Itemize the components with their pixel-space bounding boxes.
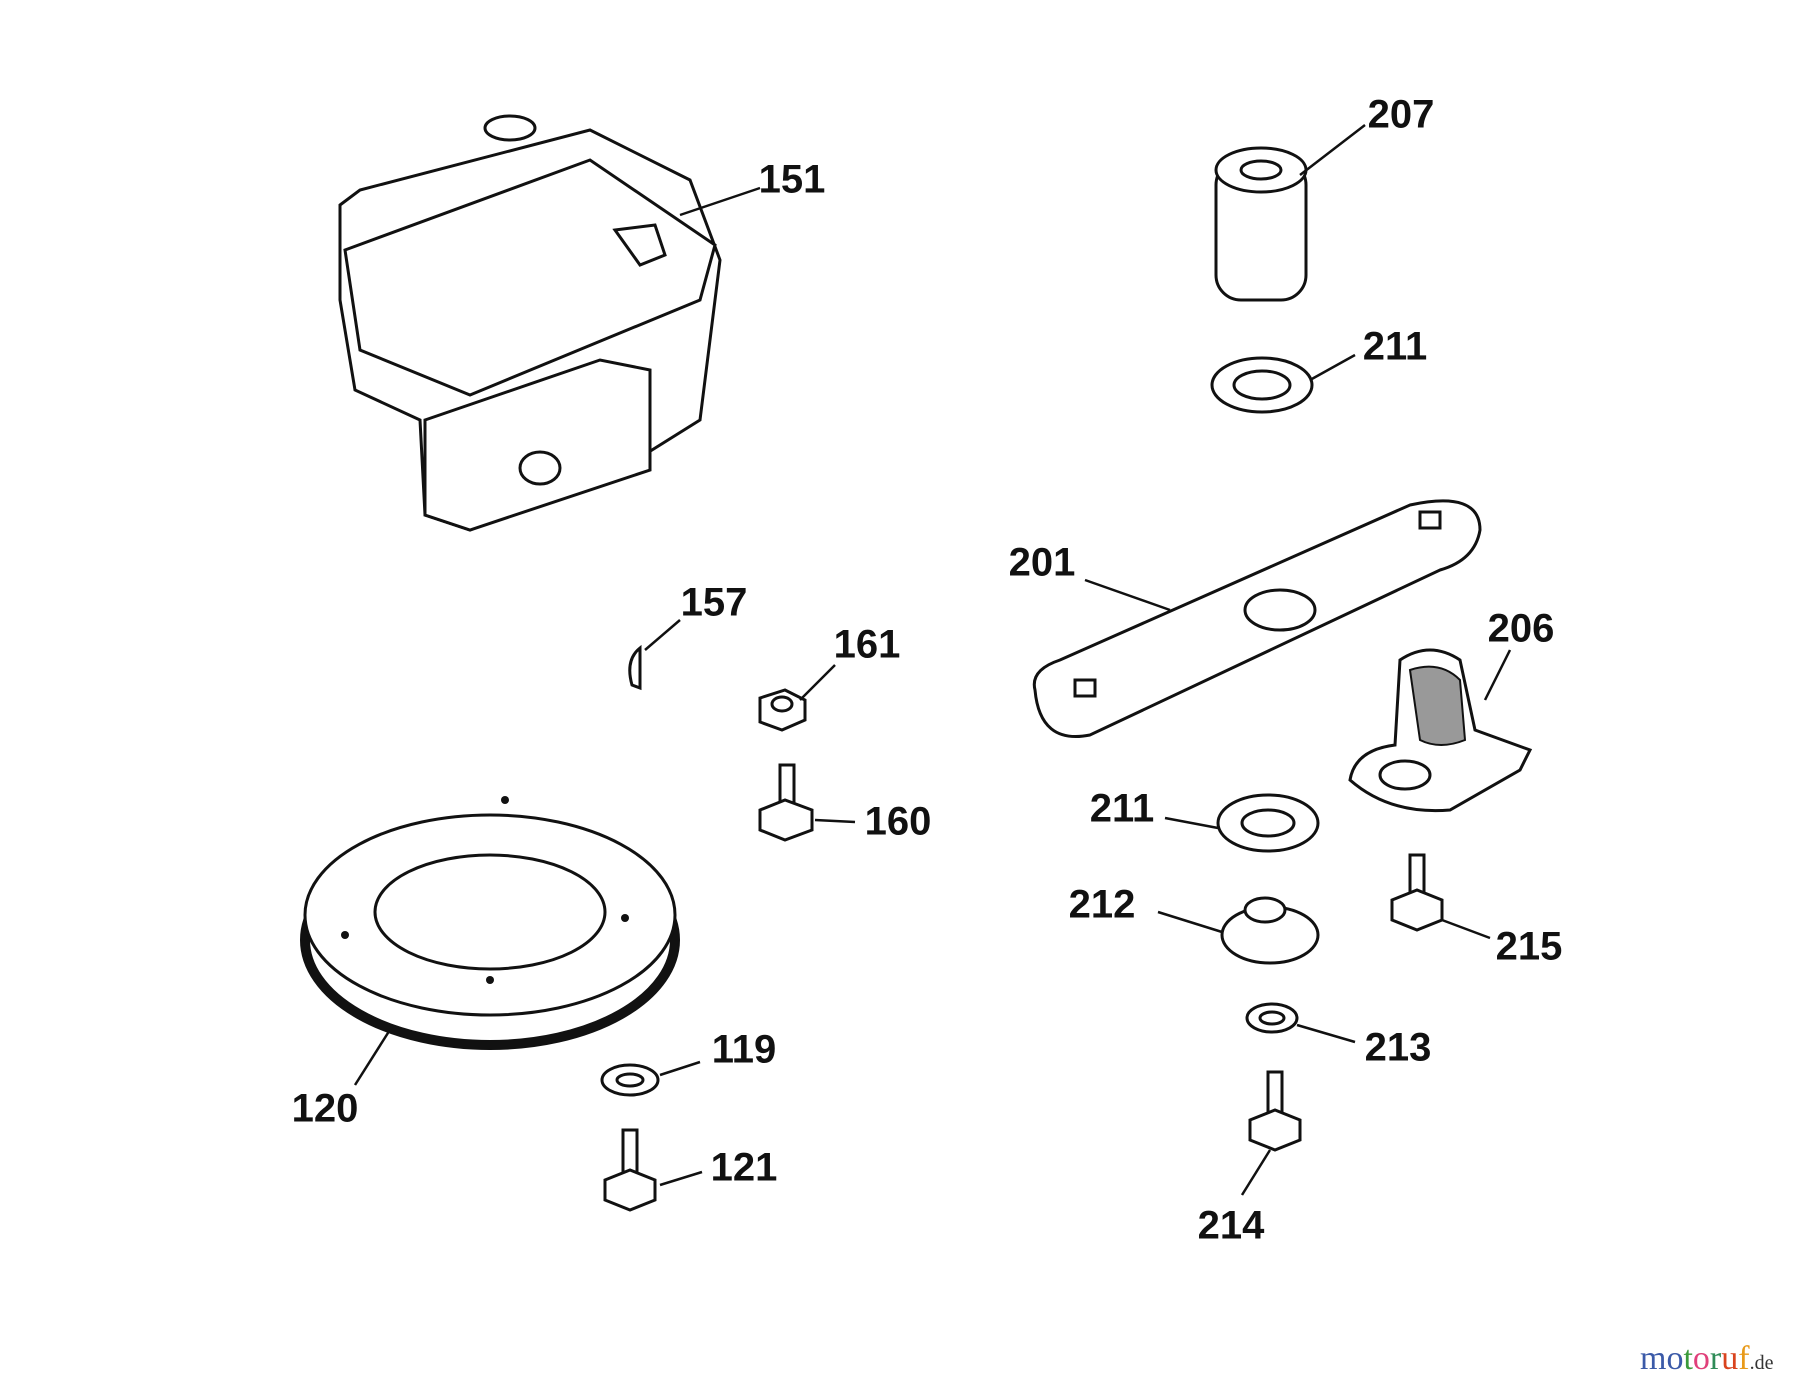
bolt-part-214 xyxy=(1240,1070,1302,1196)
part-label-213: 213 xyxy=(1364,1025,1432,1070)
part-label-151: 151 xyxy=(758,157,826,202)
washer-part-211-top xyxy=(1210,353,1356,414)
blade-part-201 xyxy=(1032,499,1482,738)
part-label-214: 214 xyxy=(1197,1203,1265,1248)
watermark-letter: f xyxy=(1738,1340,1750,1377)
adapter-ring-part-120 xyxy=(300,796,680,1086)
key-part-157 xyxy=(628,619,681,691)
part-label-207: 207 xyxy=(1367,92,1435,137)
blade-part-206 xyxy=(1348,648,1533,813)
part-label-161: 161 xyxy=(833,622,901,667)
part-label-160: 160 xyxy=(864,799,932,844)
part-label-120: 120 xyxy=(291,1086,359,1131)
watermark-logo: motoruf.de xyxy=(1640,1340,1773,1378)
watermark-letter: u xyxy=(1721,1340,1739,1377)
watermark-text: motoruf xyxy=(1640,1340,1750,1377)
spacer-part-207 xyxy=(1214,124,1366,302)
watermark-letter: o xyxy=(1666,1340,1684,1377)
watermark-letter: t xyxy=(1683,1340,1693,1377)
watermark-letter: r xyxy=(1709,1340,1722,1377)
engine-part-151 xyxy=(338,114,761,532)
part-label-206: 206 xyxy=(1487,606,1555,651)
watermark-letter: m xyxy=(1640,1340,1667,1377)
part-label-121: 121 xyxy=(710,1145,778,1190)
washer-part-119 xyxy=(600,1060,701,1097)
part-label-211-mid: 211 xyxy=(1089,786,1155,831)
bolt-part-121 xyxy=(603,1128,703,1212)
part-label-211-top: 211 xyxy=(1362,324,1428,369)
nut-part-161 xyxy=(758,664,836,732)
watermark-suffix: .de xyxy=(1749,1352,1774,1374)
bolt-part-215 xyxy=(1390,853,1491,940)
part-label-119: 119 xyxy=(711,1027,777,1072)
part-label-212: 212 xyxy=(1068,882,1136,927)
hub-part-212 xyxy=(1157,896,1320,965)
part-label-215: 215 xyxy=(1495,924,1563,969)
part-label-157: 157 xyxy=(680,580,748,625)
washer-part-211-mid xyxy=(1164,793,1320,853)
washer-part-213 xyxy=(1245,1002,1356,1044)
part-label-201: 201 xyxy=(1008,540,1076,585)
watermark-letter: o xyxy=(1692,1340,1710,1377)
bolt-part-160 xyxy=(758,763,856,842)
